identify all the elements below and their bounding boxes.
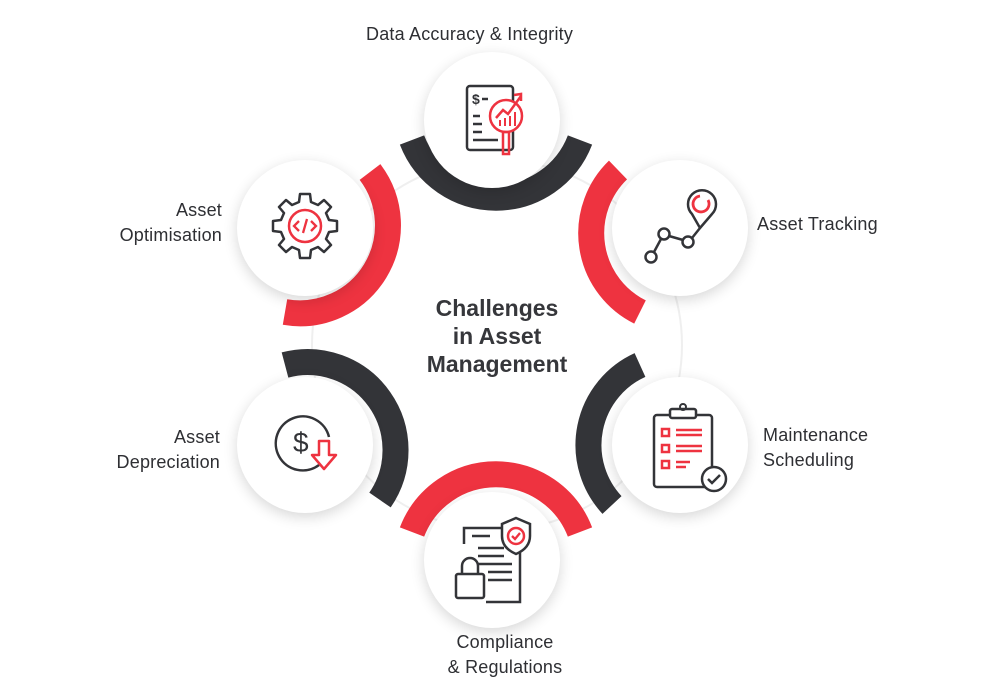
label-line: Maintenance — [763, 425, 869, 445]
document-magnifier-chart-icon: $ — [465, 84, 524, 156]
arc-asset-tracking — [578, 160, 647, 324]
node-asset-optimisation — [237, 160, 373, 296]
svg-text:$: $ — [293, 427, 309, 458]
arc-maintenance — [575, 353, 646, 514]
label-maintenance-scheduling: Maintenance Scheduling — [763, 423, 868, 473]
label-line: Asset — [173, 427, 220, 447]
label-data-accuracy: Data Accuracy & Integrity — [366, 24, 574, 44]
arc-compliance — [399, 461, 593, 537]
label-line: Depreciation — [116, 452, 220, 472]
location-route-icon — [644, 188, 718, 264]
label-asset-optimisation: Asset Optimisation — [94, 198, 222, 248]
node-compliance — [424, 492, 560, 628]
arc-depreciation — [281, 349, 409, 508]
dollar-down-arrow-icon: $ — [274, 415, 338, 472]
node-data-accuracy: $ — [424, 52, 560, 188]
label-line: Asset — [175, 200, 222, 220]
arc-optimisation — [282, 164, 401, 327]
node-asset-depreciation: $ — [237, 377, 373, 513]
label-asset-tracking: Asset Tracking — [757, 214, 878, 234]
label-line: Compliance — [456, 632, 554, 652]
title-line-2: in Asset — [452, 323, 542, 349]
label-compliance: Compliance & Regulations — [435, 630, 575, 680]
clipboard-checklist-icon — [652, 403, 728, 493]
title-line-1: Challenges — [435, 295, 559, 321]
node-maintenance-scheduling — [612, 377, 748, 513]
center-title: Challenges in Asset Management — [387, 294, 607, 378]
arc-data-accuracy — [399, 135, 593, 211]
label-line: Scheduling — [763, 450, 855, 470]
label-line: & Regulations — [447, 657, 563, 677]
label-asset-depreciation: Asset Depreciation — [92, 425, 220, 475]
title-line-3: Management — [426, 351, 568, 377]
document-lock-shield-icon — [454, 516, 532, 604]
gear-code-icon — [271, 192, 339, 260]
svg-text:$: $ — [472, 91, 480, 107]
label-line: Optimisation — [119, 225, 222, 245]
node-asset-tracking — [612, 160, 748, 296]
